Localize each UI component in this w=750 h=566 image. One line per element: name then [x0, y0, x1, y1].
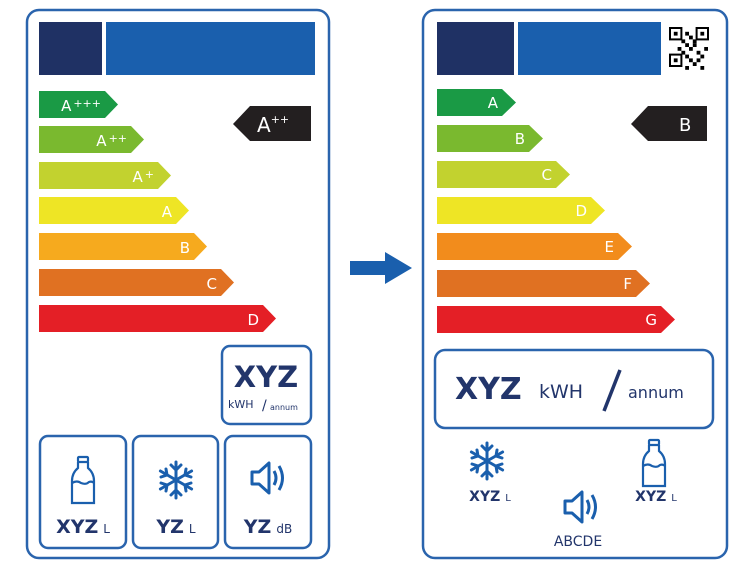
svg-text:B: B: [180, 239, 190, 257]
svg-text:A: A: [162, 203, 173, 221]
svg-text:A++: A++: [96, 132, 127, 150]
svg-text:A+: A+: [133, 168, 154, 186]
old-class-letter: A: [133, 168, 144, 186]
old-class-letter: D: [247, 311, 259, 329]
new-rating-pointer: B: [631, 106, 707, 141]
new-fridge-volume-unit: L: [671, 493, 677, 504]
new-freezer-volume: XYZ L: [469, 441, 511, 505]
new-class-letter: F: [623, 275, 632, 293]
qr-code-icon[interactable]: [669, 27, 709, 70]
old-label-header-block: [106, 22, 315, 75]
old-freezer-volume-box: YZ L: [131, 434, 220, 550]
svg-text:A+++: A+++: [61, 97, 101, 115]
new-class-bar: E: [437, 233, 632, 260]
old-class-letter: A: [61, 97, 72, 115]
old-freezer-volume-unit: L: [189, 522, 196, 536]
old-fridge-volume-value: XYZ: [56, 516, 98, 538]
new-fridge-volume-value: XYZ: [635, 489, 666, 505]
new-noise-value: ABCDE: [554, 534, 602, 550]
new-noise: ABCDE: [554, 490, 602, 550]
old-freezer-volume-value: YZ: [155, 516, 184, 538]
old-class-letter: C: [207, 275, 217, 293]
new-class-letter: C: [542, 166, 552, 184]
new-class-bar: A: [437, 89, 516, 116]
new-label-header-block: [518, 22, 661, 75]
old-fridge-volume-unit: L: [103, 522, 110, 536]
new-consumption-per: annum: [628, 383, 684, 402]
old-rating-letter: A: [257, 113, 271, 137]
new-rating-letter: B: [679, 115, 691, 136]
old-class-letter: A: [96, 132, 107, 150]
old-class-letter: B: [180, 239, 190, 257]
old-class-bar: A++: [39, 126, 144, 153]
old-class-bar: A+: [39, 162, 171, 189]
new-class-bar: F: [437, 270, 650, 297]
new-fridge-volume: XYZ L: [635, 438, 677, 505]
new-class-bar: C: [437, 161, 570, 188]
new-freezer-volume-value: XYZ: [469, 489, 500, 505]
svg-text:A++: A++: [257, 113, 289, 137]
svg-text:D: D: [247, 311, 259, 329]
new-class-letter: B: [515, 130, 525, 148]
new-consumption-box: XYZ kWH annum: [433, 348, 715, 430]
old-class-letter: A: [162, 203, 173, 221]
old-class-bar: B: [39, 233, 207, 260]
old-rating-sup: ++: [271, 113, 289, 126]
new-class-letter: E: [605, 238, 614, 256]
old-fridge-volume-box: XYZ L: [38, 434, 128, 550]
old-consumption-slash: /: [262, 398, 267, 414]
old-noise-value: YZ: [243, 516, 272, 538]
new-consumption-slash: [602, 369, 622, 412]
old-noise-unit: dB: [276, 522, 292, 536]
old-consumption-value: XYZ: [234, 360, 298, 394]
old-consumption-box: XYZ kWH / annum: [220, 344, 313, 426]
new-class-letter: G: [645, 311, 657, 329]
new-consumption-unit: kWH: [539, 381, 583, 403]
svg-text:C: C: [207, 275, 217, 293]
old-consumption-unit: kWH: [228, 398, 254, 411]
old-class-bar: C: [39, 269, 234, 296]
new-label-logo-block: [437, 22, 514, 75]
old-class-sup: ++: [109, 132, 127, 145]
svg-text:YZL: YZ L: [155, 516, 196, 538]
old-class-bar: A: [39, 197, 189, 224]
old-label-logo-block: [39, 22, 102, 75]
old-consumption-per: annum: [270, 403, 298, 412]
new-class-bar: G: [437, 306, 675, 333]
old-noise-box: YZ dB: [223, 434, 313, 550]
new-class-bar: B: [437, 125, 543, 152]
old-class-bar: D: [39, 305, 276, 332]
new-consumption-value: XYZ: [455, 372, 522, 407]
new-class-letter: D: [575, 202, 587, 220]
old-class-bar: A+++: [39, 91, 118, 118]
old-rating-pointer: A++: [233, 106, 311, 141]
old-class-sup: +++: [73, 97, 101, 110]
new-class-bar: D: [437, 197, 605, 224]
right-arrow-icon: [350, 252, 412, 284]
old-class-sup: +: [145, 168, 154, 181]
new-freezer-volume-unit: L: [505, 493, 511, 504]
new-class-letter: A: [488, 94, 499, 112]
